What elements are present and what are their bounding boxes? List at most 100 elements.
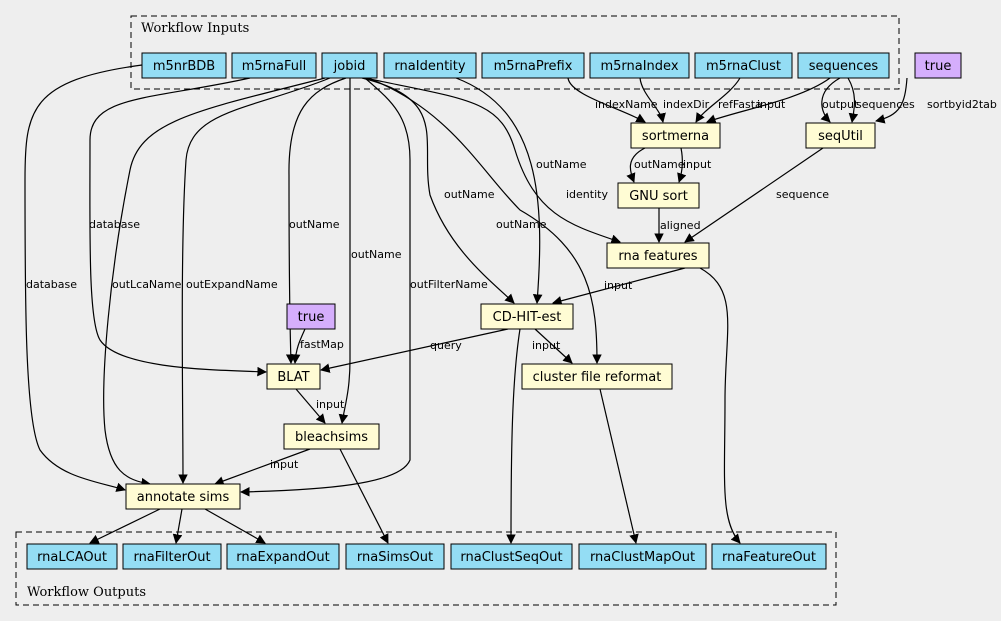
node-label: rnaLCAOut — [37, 550, 107, 565]
edge-label: fastMap — [300, 338, 344, 351]
edge-label: indexName — [595, 98, 658, 111]
node-label: BLAT — [277, 370, 309, 385]
node-rnaSimsOut[interactable]: rnaSimsOut — [345, 543, 445, 570]
edge-bleachsims-to-rnaSimsOut — [339, 448, 389, 544]
edge-annotatesims-to-rnaExpandOut — [204, 508, 266, 544]
edge-bleachsims-to-annotatesims — [214, 448, 311, 486]
node-true1[interactable]: true — [914, 52, 962, 79]
edge-rnafeatures-to-rnaFeatureOut — [699, 267, 741, 544]
edge-cdhit-to-blat — [320, 328, 509, 373]
edge-label: input — [270, 458, 299, 471]
node-label: true — [925, 59, 952, 74]
node-label: GNU sort — [629, 189, 688, 204]
inputs-cluster-label: Workflow Inputs — [141, 21, 249, 36]
node-true2[interactable]: true — [286, 303, 336, 330]
edge-m5rnaClust-to-sortmerna — [695, 77, 741, 123]
edge-label: outName — [289, 218, 340, 231]
node-label: m5rnaClust — [706, 59, 781, 74]
node-box — [283, 423, 380, 450]
node-m5rnaPrefix[interactable]: m5rnaPrefix — [481, 52, 585, 79]
edge-jobid-to-annotatesims — [240, 77, 411, 497]
edge-m5rnaFull-to-blat — [89, 77, 267, 377]
edge-label: input — [757, 98, 786, 111]
edge-label: outName — [536, 158, 587, 171]
node-rnaClustMapOut[interactable]: rnaClustMapOut — [578, 543, 707, 570]
edge-label: outName — [496, 218, 547, 231]
node-gnusort[interactable]: GNU sort — [617, 182, 700, 209]
node-box — [805, 122, 876, 149]
node-label: CD-HIT-est — [493, 310, 562, 325]
node-box — [606, 242, 710, 269]
node-box — [694, 52, 793, 79]
node-label: rnaSimsOut — [357, 550, 433, 565]
node-label: jobid — [333, 59, 366, 74]
edge-jobid-to-bleachsims — [338, 78, 351, 424]
node-m5rnaFull[interactable]: m5rnaFull — [231, 52, 317, 79]
node-label: true — [298, 310, 325, 325]
edge-label: outLcaName — [112, 278, 182, 291]
edge-label: input — [683, 158, 712, 171]
edge-cdhit-to-rnaClustSeqOut — [506, 328, 521, 544]
edge-label: outName — [444, 188, 495, 201]
node-label: rnaFeatureOut — [722, 550, 816, 565]
edge-label: output — [822, 98, 859, 111]
node-sequences[interactable]: sequences — [797, 52, 890, 79]
outputs-cluster — [15, 531, 837, 606]
node-box — [286, 303, 336, 330]
node-box — [141, 52, 227, 79]
node-clusterreformat[interactable]: cluster file reformat — [521, 363, 673, 390]
node-label: rnaClustMapOut — [590, 550, 695, 565]
node-rnaFeatureOut[interactable]: rnaFeatureOut — [711, 543, 827, 570]
node-box — [578, 543, 707, 570]
node-label: rna features — [618, 249, 697, 264]
node-box — [711, 543, 827, 570]
node-box — [125, 483, 241, 510]
node-m5rnaClust[interactable]: m5rnaClust — [694, 52, 793, 79]
node-rnaExpandOut[interactable]: rnaExpandOut — [226, 543, 340, 570]
edge-m5rnaPrefix-to-sortmerna — [567, 77, 646, 123]
node-box — [383, 52, 477, 79]
node-label: rnaClustSeqOut — [460, 550, 562, 565]
edge-clusterreformat-to-rnaClustMapOut — [599, 388, 639, 544]
edge-label: refFasta — [718, 98, 762, 111]
node-rnaFilterOut[interactable]: rnaFilterOut — [122, 543, 222, 570]
node-annotatesims[interactable]: annotate sims — [125, 483, 241, 510]
node-label: bleachsims — [295, 430, 368, 445]
node-rnaLCAOut[interactable]: rnaLCAOut — [26, 543, 118, 570]
node-rnafeatures[interactable]: rna features — [606, 242, 710, 269]
edge-label: database — [89, 218, 140, 231]
node-m5nrBDB[interactable]: m5nrBDB — [141, 52, 227, 79]
node-label: rnaIdentity — [394, 59, 465, 74]
edge-rnaIdentity-to-cdhit — [455, 77, 543, 304]
edge-seqUtil-to-rnafeatures — [684, 147, 824, 243]
node-box — [797, 52, 890, 79]
edge-cdhit-to-clusterreformat — [534, 328, 573, 364]
node-m5rnaIndex[interactable]: m5rnaIndex — [589, 52, 690, 79]
edge-blat-to-bleachsims — [295, 388, 326, 424]
node-label: sortmerna — [642, 129, 709, 144]
node-rnaClustSeqOut[interactable]: rnaClustSeqOut — [450, 543, 573, 570]
node-seqUtil[interactable]: seqUtil — [805, 122, 876, 149]
node-box — [231, 52, 317, 79]
edge-label: query — [430, 339, 462, 352]
edge-sequences-to-sortmerna — [706, 77, 831, 124]
edge-label: identity — [566, 188, 608, 201]
node-cdhit[interactable]: CD-HIT-est — [480, 303, 574, 330]
node-label: sequences — [809, 59, 879, 74]
edge-label: input — [532, 339, 561, 352]
node-box — [914, 52, 962, 79]
node-rnaIdentity[interactable]: rnaIdentity — [383, 52, 477, 79]
node-box — [481, 52, 585, 79]
node-jobid[interactable]: jobid — [321, 52, 378, 79]
edge-label: sortbyid2tab — [927, 98, 997, 111]
edge-label: aligned — [660, 219, 701, 232]
edge-label: indexDir — [663, 98, 710, 111]
node-blat[interactable]: BLAT — [266, 363, 321, 390]
edge-sortmerna-to-gnusort — [626, 147, 646, 183]
node-label: rnaExpandOut — [236, 550, 330, 565]
node-bleachsims[interactable]: bleachsims — [283, 423, 380, 450]
node-sortmerna[interactable]: sortmerna — [630, 122, 721, 149]
node-label: rnaFilterOut — [133, 550, 210, 565]
node-box — [321, 52, 378, 79]
